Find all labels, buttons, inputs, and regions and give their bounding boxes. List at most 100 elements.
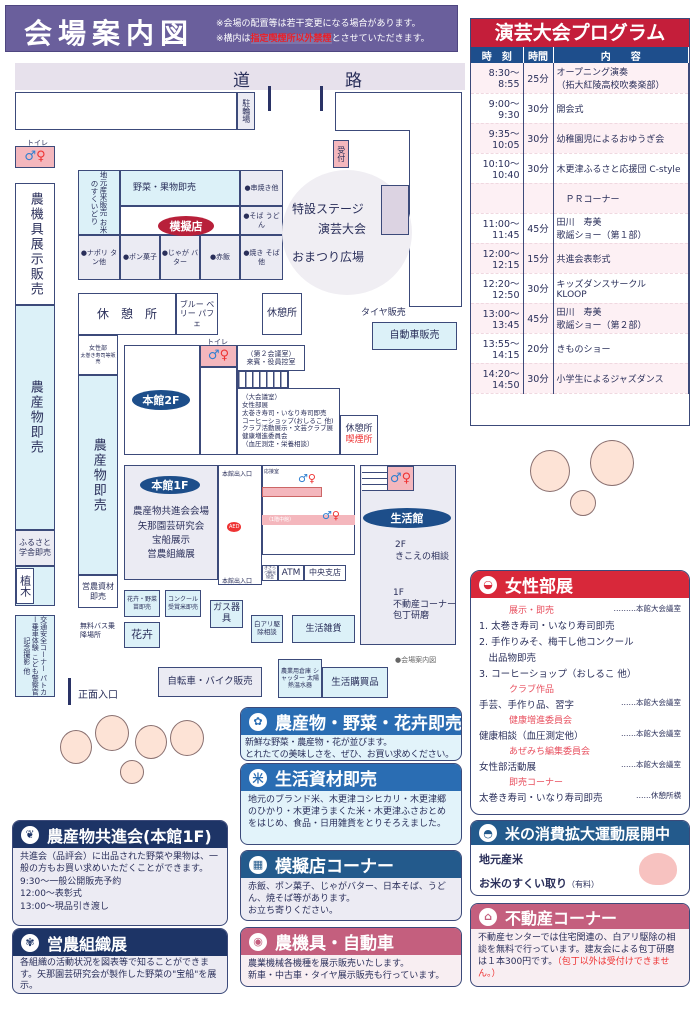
plants: 植木 xyxy=(16,568,34,604)
rice-bowl-icon: ◓ xyxy=(477,822,499,844)
org-body: 各組織の活動状況を図表等で知ることができます。矢那園芸研究会が製作した野菜の"宝… xyxy=(20,958,217,992)
apron-icon: ◒ xyxy=(477,573,499,596)
women-expo-row: 女性部活動展……本館大会議室 xyxy=(471,758,689,774)
fair-panel: ❦農産物共進会(本館1F) 共進会（品評会）に出品された野菜や果物は、一般の方も… xyxy=(12,820,228,926)
women-expo-place: ……本館大会議室 xyxy=(621,698,681,707)
org-panel: ✾ 営農組織展 各組織の活動状況を図表等で知ることができます。矢那園芸研究会が製作… xyxy=(12,928,228,994)
women-expo-row: 健康相談（血圧測定他）……本館大会議室 xyxy=(471,727,689,743)
women-expo-row: 1. 太巻き寿司・いなり寿司即売 xyxy=(471,617,689,633)
women-expo-item: 太巻き寿司・いなり寿司即売 xyxy=(479,793,603,804)
aed-icon: AED xyxy=(227,522,242,532)
farm-supply-sales: 営農資材即売 xyxy=(78,575,118,608)
page-header: 会場案内図 ※会場の配置等は若干変更になる場合があります。 ※構内は指定喫煙所以… xyxy=(5,5,458,52)
women-expo-item: 出品物即売 xyxy=(479,653,537,664)
rest-area-2: 休憩所 xyxy=(262,293,302,335)
termite-consult: 白アリ駆除相談 xyxy=(251,615,283,643)
smoking-label: 喫煙所 xyxy=(345,435,373,445)
notice-text: ※構内は xyxy=(216,34,251,44)
main-meeting-room: （大会議室）女性部展太巻き寿司・いなり寿司即売コーヒーショップ(おしるこ 他)ク… xyxy=(237,388,340,455)
flower-sales: 花卉 xyxy=(124,622,160,648)
living-supplies-title: 生活資材即売 xyxy=(275,770,377,790)
person-icon xyxy=(120,760,144,784)
flower-icon: ✿ xyxy=(247,710,269,733)
women-expo-row: 出品物即売 xyxy=(471,649,689,665)
program-time: 8:30〜 8:55 xyxy=(471,63,524,94)
women-expo-category: 即売コーナー xyxy=(509,778,564,788)
paid-note: （有料） xyxy=(567,880,599,889)
women-expo-row: 2. 手作りみそ、梅干し他コンクール xyxy=(471,633,689,649)
women-expo-title: 女性部展 xyxy=(505,577,573,597)
person-icon xyxy=(60,730,92,764)
realestate-body: 不動産センターでは住宅関連の、白アリ駆除の相談を無料で行っています。建友会による… xyxy=(471,929,689,984)
room-line: 太巻き寿司・いなり寿司即売 xyxy=(242,408,327,417)
program-title: 演芸大会プログラム xyxy=(471,19,689,47)
family-illustration xyxy=(60,715,210,815)
program-duration: 30分 xyxy=(523,93,554,124)
rice-panel: ◓米の消費拡大運動展開中 地元産米 お米のすくい取り（有料） xyxy=(470,820,690,896)
machine-body: 農業機械各機種を展示販売いたします。 新車・中古車・タイヤ展示販売も行っています… xyxy=(248,959,445,982)
realestate-panel: ⌂不動産コーナー 不動産センターでは住宅関連の、白アリ駆除の相談を無料で行ってい… xyxy=(470,903,690,987)
women-expo-category: クラブ作品 xyxy=(509,685,555,695)
women-expo-item: 2. 手作りみそ、梅干し他コンクール xyxy=(479,637,634,648)
gate-post xyxy=(268,86,271,111)
stairs xyxy=(237,371,289,388)
program-duration: 20分 xyxy=(523,333,554,364)
rice-bag-icon: 米 xyxy=(247,766,269,789)
tourism-office: きさらづ観光協会 xyxy=(262,564,278,581)
program-time xyxy=(471,183,524,214)
room-name: （第２会議室） xyxy=(246,349,296,358)
stall-corner-title: 模擬店コーナー xyxy=(275,857,394,877)
toilet-icon: ♂♀ xyxy=(15,146,55,168)
women-expo-row: 手芸、手作り品、習字……本館大会議室 xyxy=(471,696,689,712)
women-expo-panel: ◒ 女性部展 展示・即売………本館大会議室 1. 太巻き寿司・いなり寿司即売 2. 手… xyxy=(470,570,690,815)
meeting-room-2: （第２会議室）来賓・役員控室 xyxy=(237,345,305,371)
toilet-label: トイレ xyxy=(27,139,48,147)
hall-item: 農産物共進会会場 xyxy=(132,506,209,518)
women-expo-row: 3. コーヒーショップ（おしるこ 他） xyxy=(471,665,689,681)
machine-header: ◉農機具・自動車 xyxy=(241,928,461,955)
women-expo-row: 健康増進委員会 xyxy=(471,712,689,727)
stall-kushiyaki: ●串焼き他 xyxy=(240,170,283,206)
front-entrance[interactable]: 正面入口 xyxy=(78,690,118,701)
stage-label: 特設ステージ xyxy=(292,202,364,216)
women-expo-item: 1. 太巻き寿司・いなり寿司即売 xyxy=(479,621,615,632)
living-hall-badge: 生活館 xyxy=(363,508,451,528)
car-sales: 自動車販売 xyxy=(372,322,457,350)
smoking-area: 休憩所喫煙所 xyxy=(340,415,378,455)
shop-icon: ▦ xyxy=(247,853,269,876)
house-icon: ⌂ xyxy=(477,905,499,928)
program-duration: 30分 xyxy=(523,363,554,394)
stall-soba: ●そば うどん xyxy=(240,206,283,235)
entrance-label[interactable]: 本館出入口 xyxy=(222,471,253,478)
car-icon: ◉ xyxy=(247,930,269,953)
person-icon xyxy=(530,450,570,492)
entrance-label[interactable]: 本館出入口 xyxy=(222,578,253,585)
room-use: 来賓・役員控室 xyxy=(246,358,296,366)
reception: 受付 xyxy=(333,140,349,168)
central-branch: 中央支店 xyxy=(304,565,346,581)
floor: 1F xyxy=(393,588,404,598)
hall-item: 営農組織展 xyxy=(147,549,195,561)
tire-sales: タイヤ販売 xyxy=(361,308,406,318)
stairs xyxy=(362,467,387,491)
road-label: 道 xyxy=(233,71,250,91)
women-expo-item: 女性部活動展 xyxy=(479,762,537,773)
flower-icon: ✾ xyxy=(19,931,41,954)
women-expo-row: 展示・即売………本館大会議室 xyxy=(471,602,689,617)
road-label: 路 xyxy=(345,71,362,91)
program-time: 12:00〜 12:15 xyxy=(471,243,524,274)
free-bus-stop: 無料バス乗降場所 xyxy=(80,622,115,640)
women-expo-place: ……本館大会議室 xyxy=(621,729,681,738)
gate-post xyxy=(320,86,323,111)
org-title: 営農組織展 xyxy=(47,934,128,954)
stall-jaga-butter: ●じゃが バター xyxy=(160,235,200,280)
bike-parking: 駐輪場 xyxy=(237,92,255,130)
produce-header: ✿農産物・野菜・花卉即売 xyxy=(241,708,461,735)
rice-title: 米の消費拡大運動展開中 xyxy=(505,824,671,843)
program-row: ＰＲコーナー xyxy=(471,183,689,214)
